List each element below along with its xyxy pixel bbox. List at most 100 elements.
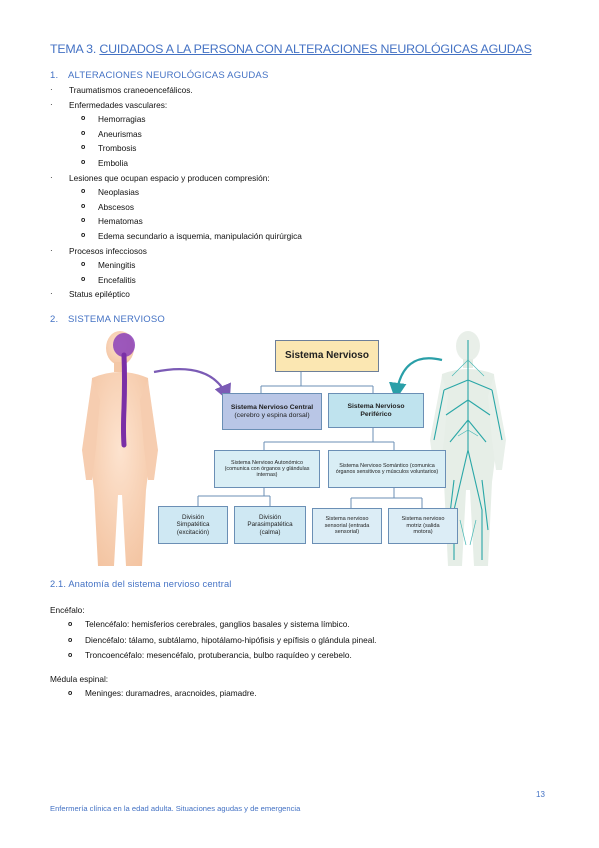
box-autonomico-label: Sistema Nervioso Autonómico (comunica co… xyxy=(224,459,310,479)
list-item-text: Troncoencéfalo: mesencéfalo, protuberanc… xyxy=(85,650,352,660)
pns-arrow xyxy=(388,357,443,401)
list-item: o Diencéfalo: tálamo, subtálamo, hipotála… xyxy=(50,633,550,649)
list-item-text: Procesos infecciosos xyxy=(69,245,147,256)
list-item: o Meninges: duramadres, aracnoides, piama… xyxy=(50,686,550,702)
encefalo-block: Encéfalo: o Telencéfalo: hemisferios cere… xyxy=(50,603,550,664)
list-bullet: · xyxy=(50,289,53,299)
box-snc-subtitle: (cerebro y espina dorsal) xyxy=(234,411,310,419)
nervous-system-diagram: Sistema Nervioso Sistema Nervioso Centra… xyxy=(82,330,522,566)
section-1-number: 1. xyxy=(50,70,59,81)
box-parasimpatetica-label: División Parasimpatética (calma) xyxy=(247,514,293,536)
list-item: o Abscesos xyxy=(50,200,550,215)
list-bullet: o xyxy=(68,636,73,644)
left-body-illustration xyxy=(82,331,158,566)
list-item: · Procesos infecciosos xyxy=(50,244,550,259)
list-item-text: Trombosis xyxy=(98,143,137,154)
list-item-text: Hemorragias xyxy=(98,114,146,125)
box-motriz-label: Sistema nervioso motriz (salida motora) xyxy=(401,516,445,536)
list-item-text: Meninges: duramadres, aracnoides, piamad… xyxy=(85,688,257,698)
page-footer: Enfermería clínica en la edad adulta. Si… xyxy=(50,804,301,813)
list-item-text: Hematomas xyxy=(98,216,143,227)
section-2-heading: 2. SISTEMA NERVIOSO xyxy=(50,314,165,325)
list-bullet: o xyxy=(81,144,86,152)
list-item: o Edema secundario a isquemia, manipulaci… xyxy=(50,229,550,244)
box-sensorial-label: Sistema nervioso sensorial (entrada sens… xyxy=(324,516,370,536)
section-1-title: ALTERACIONES NEUROLÓGICAS AGUDAS xyxy=(68,70,269,81)
list-item: o Telencéfalo: hemisferios cerebrales, ga… xyxy=(50,617,550,633)
list-item: o Embolia xyxy=(50,156,550,171)
list-bullet: · xyxy=(50,245,53,255)
list-item-text: Diencéfalo: tálamo, subtálamo, hipotálam… xyxy=(85,634,377,645)
list-bullet: o xyxy=(68,652,73,659)
medula-label: Médula espinal: xyxy=(50,674,109,684)
list-item-text: Encefalitis xyxy=(98,274,136,285)
cns-arrow xyxy=(153,368,231,403)
disorders-list: · Traumatismos craneoencefálicos. · Enferme… xyxy=(50,83,550,302)
box-snc-title: Sistema Nervioso Central xyxy=(230,403,314,411)
list-bullet: o xyxy=(68,690,73,697)
list-item: · Status epiléptico xyxy=(50,287,550,302)
box-sensorial: Sistema nervioso sensorial (entrada sens… xyxy=(312,508,382,544)
list-item: o Trombosis xyxy=(50,141,550,156)
list-bullet: o xyxy=(81,129,86,137)
list-bullet: o xyxy=(81,202,86,210)
encefalo-list: o Telencéfalo: hemisferios cerebrales, ga… xyxy=(50,617,550,664)
section-2-number: 2. xyxy=(50,314,59,325)
list-item: o Troncoencéfalo: mesencéfalo, protuberan… xyxy=(50,648,550,664)
page-title: TEMA 3. CUIDADOS A LA PERSONA CON ALTERA… xyxy=(50,42,560,56)
list-item-text: Telencéfalo: hemisferios cerebrales, gan… xyxy=(85,619,350,629)
section-2-1-heading: 2.1. Anatomía del sistema nervioso centr… xyxy=(50,579,232,589)
medula-list: o Meninges: duramadres, aracnoides, piama… xyxy=(50,686,550,702)
list-bullet: o xyxy=(81,115,86,123)
title-underlined: CUIDADOS A LA PERSONA CON ALTERACIONES N… xyxy=(99,42,532,56)
box-somatico-label: Sistema Nervioso Somántico (comunica órg… xyxy=(335,462,439,475)
list-bullet: · xyxy=(50,172,53,182)
list-bullet: o xyxy=(68,621,73,628)
section-1-heading: 1. ALTERACIONES NEUROLÓGICAS AGUDAS xyxy=(50,70,269,81)
page-number: 13 xyxy=(536,790,545,799)
section-2-title: SISTEMA NERVIOSO xyxy=(68,314,165,325)
list-bullet: o xyxy=(81,231,86,239)
list-item-text: Enfermedades vasculares: xyxy=(69,99,168,110)
encefalo-label: Encéfalo: xyxy=(50,605,85,615)
box-parasimpatetica: División Parasimpatética (calma) xyxy=(234,506,306,544)
list-bullet: o xyxy=(81,261,86,269)
list-bullet: · xyxy=(50,85,53,94)
list-item-text: Abscesos xyxy=(98,201,134,212)
box-simpatetica: División Simpatética (excitación) xyxy=(158,506,228,544)
list-item: o Encefalitis xyxy=(50,273,550,288)
list-item-text: Aneurismas xyxy=(98,128,142,139)
list-item-text: Neoplasias xyxy=(98,187,140,198)
box-snp: Sistema Nervioso Periférico xyxy=(328,393,424,428)
list-item-text: Status epiléptico xyxy=(69,289,130,300)
list-bullet: o xyxy=(81,275,86,283)
list-item-text: Meningitis xyxy=(98,260,136,271)
list-bullet: o xyxy=(81,217,86,225)
list-bullet: o xyxy=(81,158,86,166)
tree-connectors xyxy=(197,372,423,508)
list-item-text: Traumatismos craneoencefálicos. xyxy=(69,85,193,95)
list-item: o Hematomas xyxy=(50,214,550,229)
box-snp-title: Sistema Nervioso Periférico xyxy=(347,402,405,418)
box-snc: Sistema Nervioso Central (cerebro y espi… xyxy=(222,393,322,430)
list-item: o Neoplasias xyxy=(50,185,550,200)
box-motriz: Sistema nervioso motriz (salida motora) xyxy=(388,508,458,544)
list-bullet: o xyxy=(81,188,86,196)
list-bullet: · xyxy=(50,99,53,109)
box-somatico: Sistema Nervioso Somántico (comunica órg… xyxy=(328,450,446,488)
list-item: o Aneurismas xyxy=(50,127,550,142)
list-item: · Lesiones que ocupan espacio y producen … xyxy=(50,171,550,186)
list-item-text: Embolia xyxy=(98,157,128,168)
box-sistema-nervioso-label: Sistema Nervioso xyxy=(285,350,369,362)
box-sistema-nervioso: Sistema Nervioso xyxy=(275,340,379,372)
list-item: o Hemorragias xyxy=(50,112,550,127)
box-simpatetica-label: División Simpatética (excitación) xyxy=(176,514,210,536)
list-item: · Traumatismos craneoencefálicos. xyxy=(50,83,550,98)
list-item: o Meningitis xyxy=(50,258,550,273)
title-prefix: TEMA 3. xyxy=(50,42,100,56)
list-item-text: Lesiones que ocupan espacio y producen c… xyxy=(69,172,270,183)
box-autonomico: Sistema Nervioso Autonómico (comunica co… xyxy=(214,450,320,488)
medula-block: Médula espinal: o Meninges: duramadres, a… xyxy=(50,672,550,702)
list-item-text: Edema secundario a isquemia, manipulació… xyxy=(98,230,302,241)
